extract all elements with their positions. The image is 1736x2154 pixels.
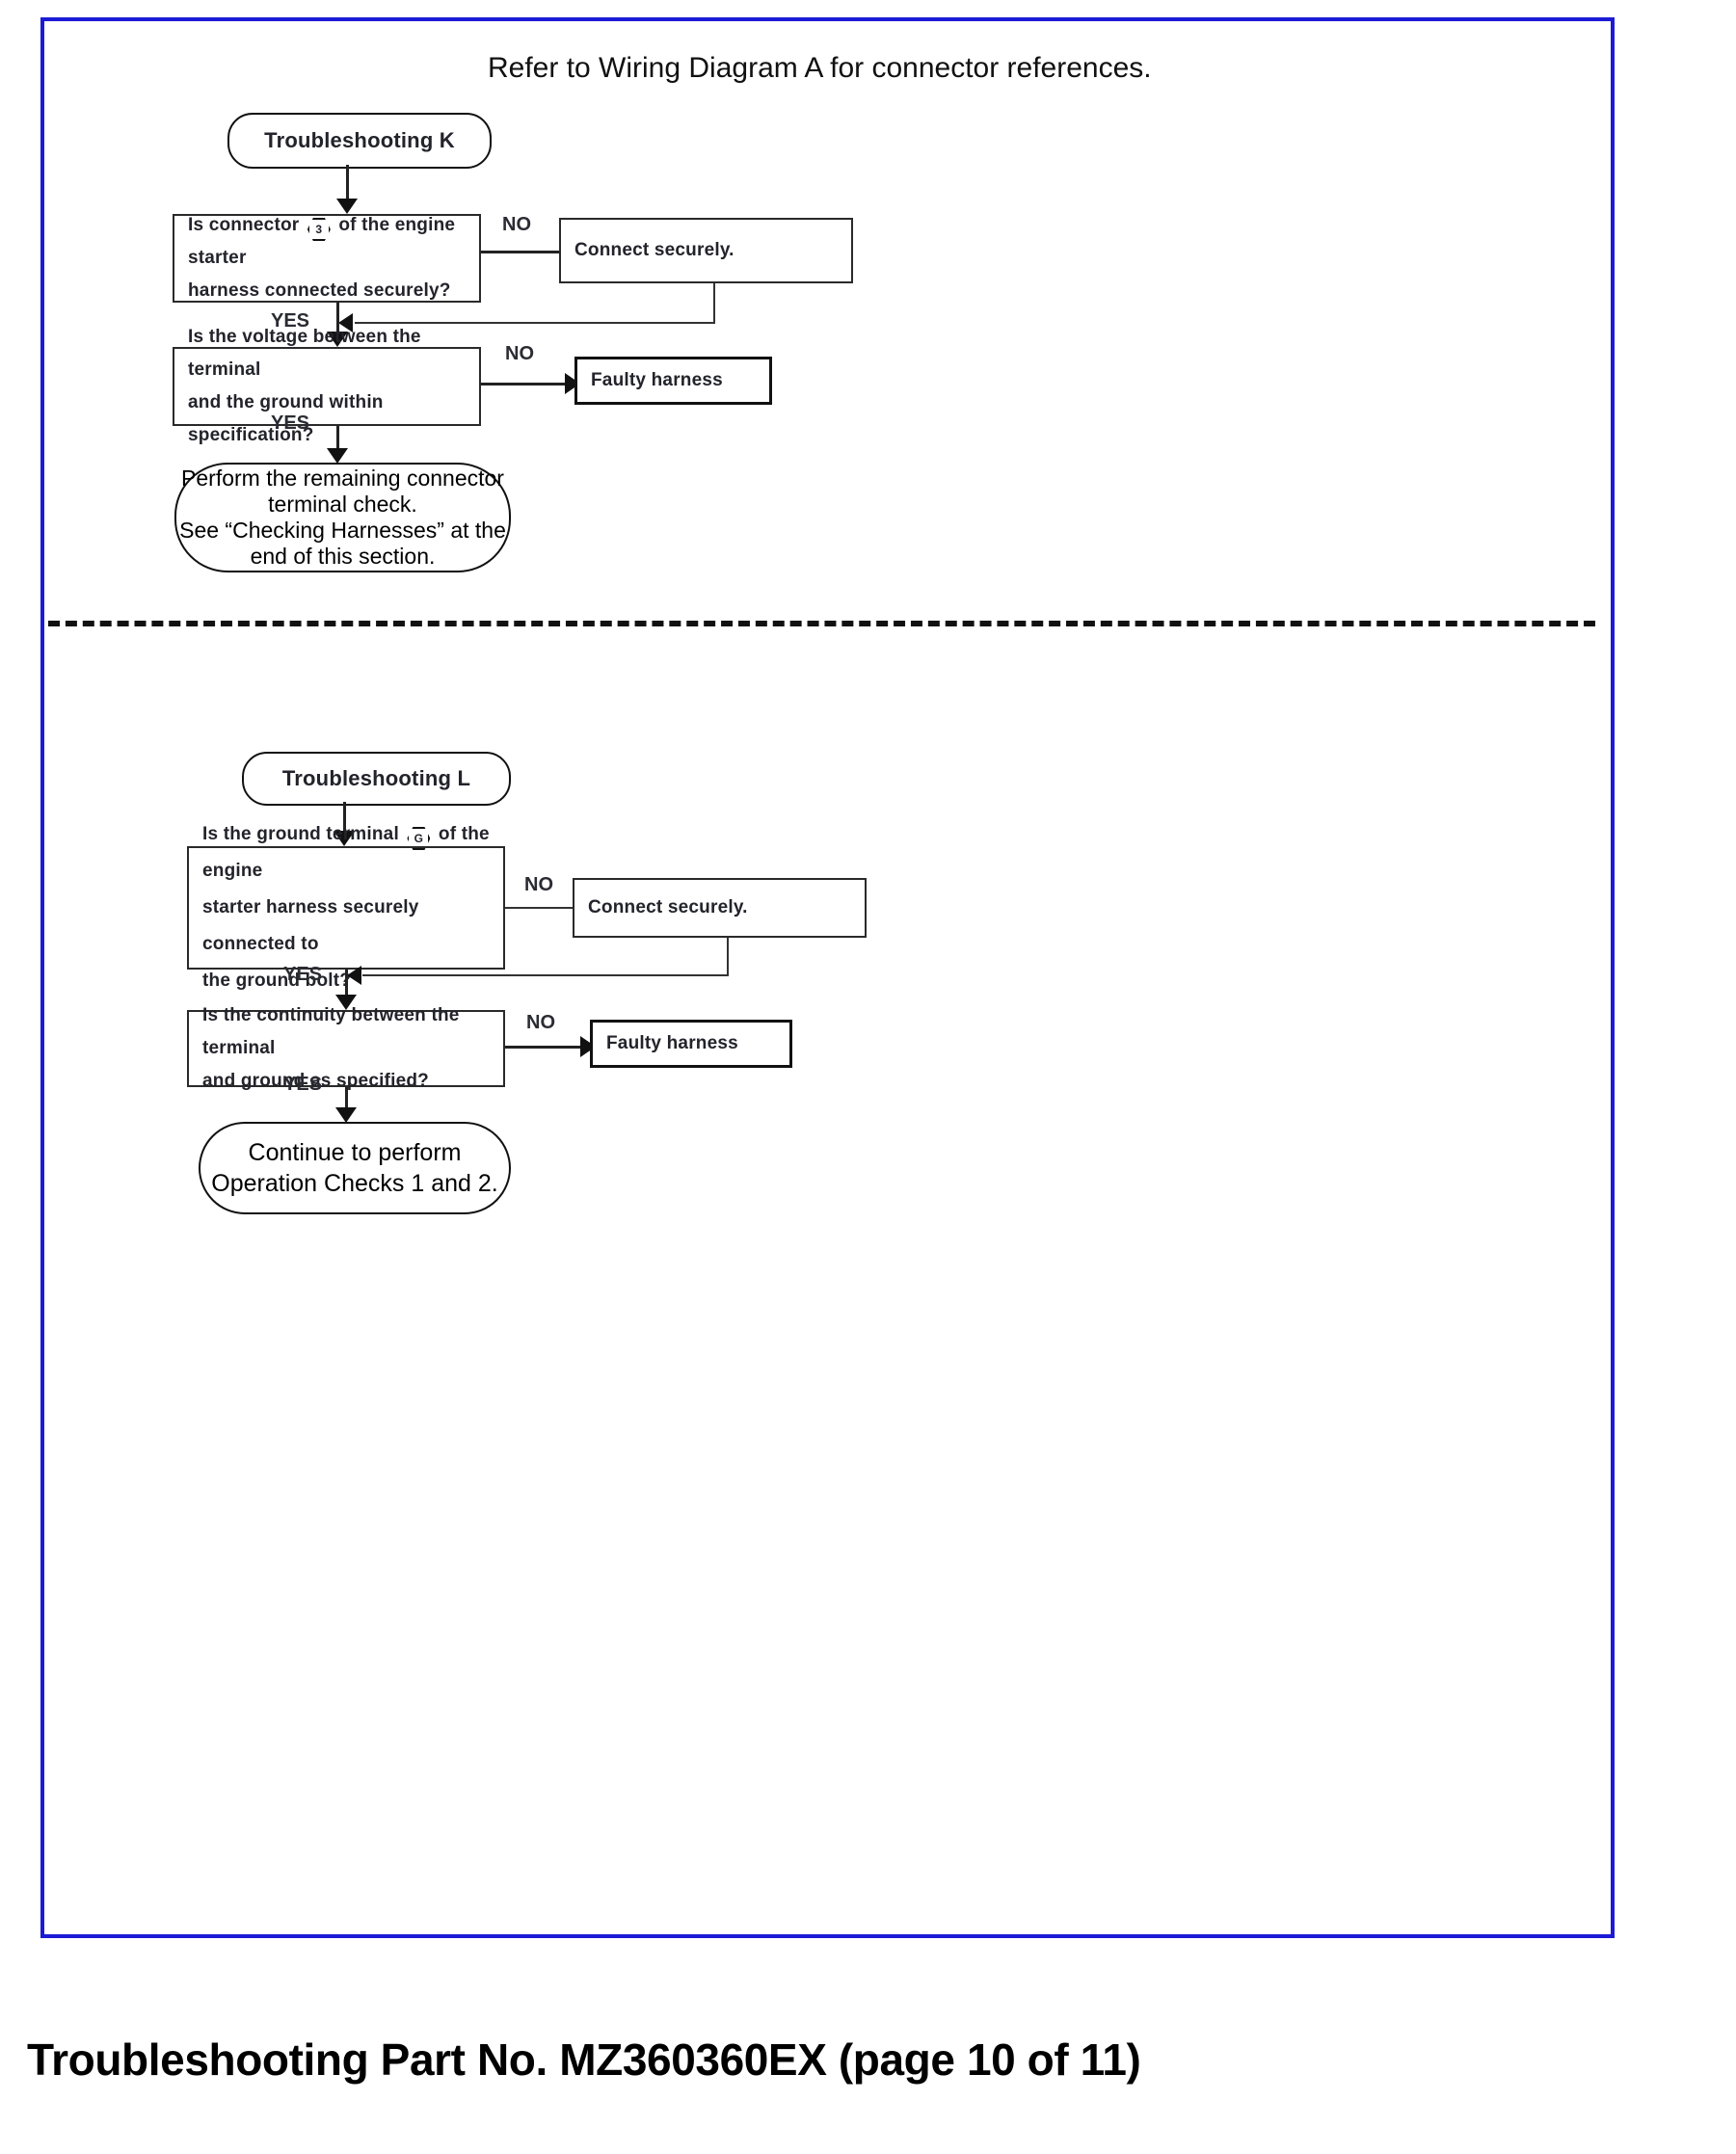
edge-label-no: NO xyxy=(502,214,531,235)
decision-box-connector-secure: Is connector 3 of the engine starter har… xyxy=(173,214,481,303)
decision-line: Is connector 3 of the engine starter xyxy=(188,215,456,268)
connector-line xyxy=(713,283,715,324)
edge-label-no: NO xyxy=(524,874,553,895)
arrow-down-icon xyxy=(336,199,358,214)
section-divider xyxy=(48,621,1595,626)
page-caption: Troubleshooting Part No. MZ360360EX (pag… xyxy=(27,2034,1141,2085)
start-terminator-l: Troubleshooting L xyxy=(242,752,511,806)
arrow-down-icon xyxy=(335,995,357,1010)
start-terminator-k: Troubleshooting K xyxy=(227,113,492,169)
edge-label-no: NO xyxy=(505,343,534,364)
end-line: Perform the remaining connector xyxy=(181,465,504,491)
connector-line xyxy=(481,383,577,386)
arrow-left-icon xyxy=(347,966,361,985)
end-line: terminal check. xyxy=(268,492,417,517)
end-line: end of this section. xyxy=(250,544,436,569)
arrow-down-icon xyxy=(327,332,348,347)
action-box-connect-securely-k: Connect securely. xyxy=(559,218,853,283)
connector-line xyxy=(727,938,729,976)
decision-line: starter harness securely connected to xyxy=(202,897,419,954)
decision-line: the ground bolt? xyxy=(202,971,352,991)
page-border: Refer to Wiring Diagram A for connector … xyxy=(40,17,1615,1938)
decision-line: harness connected securely? xyxy=(188,280,451,301)
end-terminator-l: Continue to perform Operation Checks 1 a… xyxy=(199,1122,511,1214)
end-line: Operation Checks 1 and 2. xyxy=(211,1170,498,1197)
connector-line xyxy=(355,322,715,324)
end-line: See “Checking Harnesses” at the xyxy=(179,518,506,543)
arrow-down-icon xyxy=(335,1107,357,1123)
arrow-down-icon xyxy=(327,448,348,464)
connector-marker-icon: 3 xyxy=(307,218,331,241)
decision-box-voltage-spec: Is the voltage between the terminal and … xyxy=(173,327,481,445)
decision-box-ground-terminal: Is the ground terminal G of the engine s… xyxy=(187,824,505,991)
edge-label-yes: YES xyxy=(271,310,310,332)
edge-label-no: NO xyxy=(526,1012,555,1033)
decision-box-continuity: Is the continuity between the terminal a… xyxy=(187,1005,505,1091)
edge-label-yes: YES xyxy=(283,1074,323,1095)
end-line: Continue to perform xyxy=(248,1139,462,1166)
arrow-left-icon xyxy=(338,313,353,332)
decision-line: Is the ground terminal G of the engine xyxy=(202,824,490,881)
action-box-faulty-harness-k: Faulty harness xyxy=(574,357,772,405)
arrow-down-icon xyxy=(334,831,355,846)
connector-line xyxy=(505,907,597,909)
connector-line xyxy=(336,303,339,339)
connector-line xyxy=(362,974,729,976)
header-note: Refer to Wiring Diagram A for connector … xyxy=(488,52,1152,84)
action-box-connect-securely-l: Connect securely. xyxy=(573,878,867,938)
end-terminator-k: Perform the remaining connector terminal… xyxy=(174,463,511,572)
ground-marker-icon: G xyxy=(407,827,431,850)
connector-line xyxy=(343,802,346,838)
connector-line xyxy=(345,970,348,1002)
edge-label-yes: YES xyxy=(283,964,323,985)
connector-line xyxy=(505,1046,592,1049)
connector-line xyxy=(346,165,349,205)
connector-line xyxy=(336,426,339,457)
connector-line xyxy=(481,251,582,253)
connector-line xyxy=(345,1087,348,1116)
action-box-faulty-harness-l: Faulty harness xyxy=(590,1020,792,1068)
edge-label-yes: YES xyxy=(271,412,310,434)
